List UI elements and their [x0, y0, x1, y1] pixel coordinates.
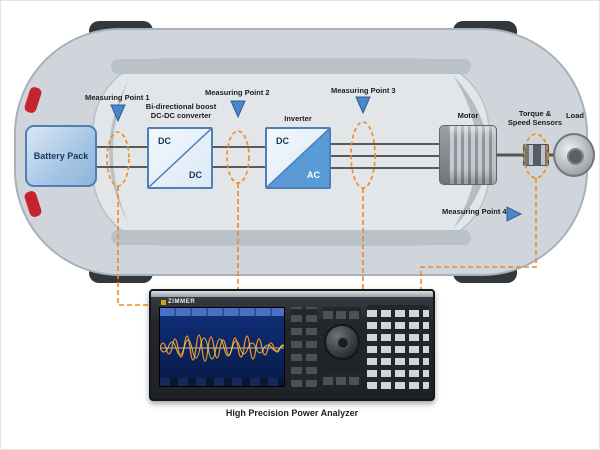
power-analyzer: ZIMMER	[149, 289, 435, 401]
measuring-point-3-label: Measuring Point 3	[331, 86, 396, 95]
waveform-display	[160, 334, 284, 362]
dcdc-converter: DC DC	[147, 127, 213, 189]
load-label: Load	[566, 111, 584, 120]
waveform-orange-trace	[160, 334, 284, 362]
side-windows-top	[111, 59, 471, 74]
sensors-label: Torque & Speed Sensors	[507, 109, 563, 127]
screen-menu-bar	[160, 308, 284, 316]
inverter-output-label: AC	[307, 170, 320, 180]
analyzer-caption: High Precision Power Analyzer	[225, 408, 359, 418]
load-flange	[553, 133, 595, 177]
knob-buttons-bottom	[323, 373, 361, 385]
analyzer-brand-text: ZIMMER	[168, 299, 196, 305]
waveform-yellow-trace	[160, 337, 284, 360]
analyzer-knob	[324, 324, 360, 360]
motor	[439, 125, 497, 185]
inverter-diagonal	[267, 129, 329, 187]
battery-pack-label: Battery Pack	[33, 151, 89, 161]
analyzer-keypad	[367, 305, 429, 389]
analyzer-brand: ZIMMER	[161, 299, 195, 305]
dcdc-title: Bi-directional boost DC-DC converter	[145, 102, 217, 120]
knob-buttons-top	[323, 307, 361, 319]
analyzer-softkeys	[291, 307, 317, 387]
tail-light-accent-bottom	[24, 191, 42, 217]
tail-light-accent-top	[24, 87, 42, 113]
battery-pack: Battery Pack	[25, 125, 97, 187]
side-windows-bottom	[111, 230, 471, 245]
torque-speed-sensor	[523, 144, 549, 166]
screen-status-bar	[160, 378, 284, 386]
inverter-title: Inverter	[284, 114, 312, 123]
inverter-input-label: DC	[276, 136, 289, 146]
dcdc-diagonal	[149, 129, 211, 187]
motor-label: Motor	[457, 111, 479, 120]
dcdc-output-label: DC	[189, 170, 202, 180]
analyzer-screen	[159, 307, 285, 387]
analyzer-top-rail	[151, 291, 433, 297]
inverter: DC AC	[265, 127, 331, 189]
brand-logo-icon	[161, 299, 166, 305]
measuring-point-1-label: Measuring Point 1	[85, 93, 150, 102]
measuring-point-4-label: Measuring Point 4	[442, 207, 507, 216]
measuring-point-2-label: Measuring Point 2	[205, 88, 270, 97]
dcdc-input-label: DC	[158, 136, 171, 146]
